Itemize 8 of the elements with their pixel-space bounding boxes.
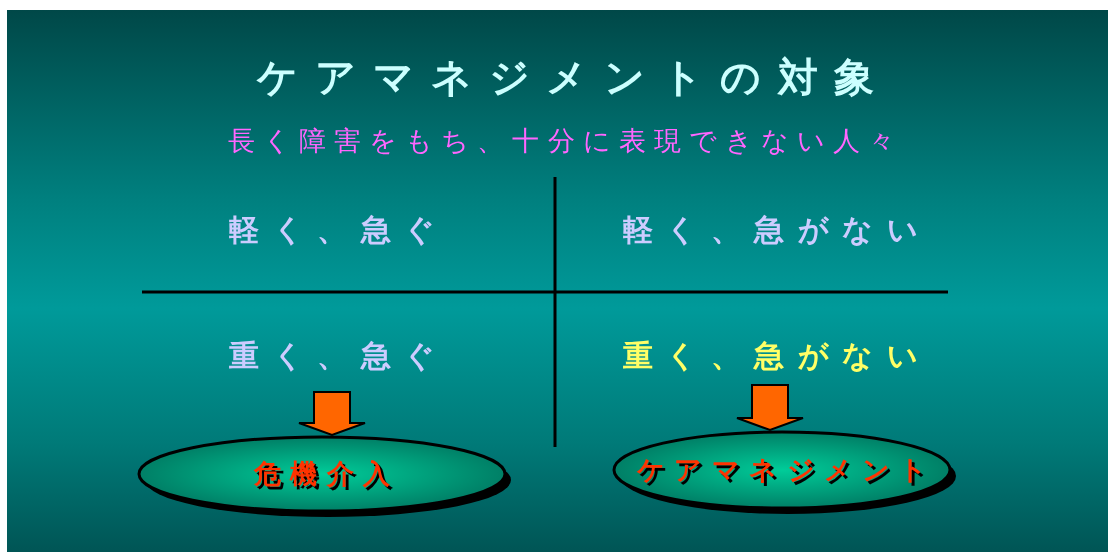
block-arrow — [736, 384, 804, 432]
quadrant-label: 重く、急ぐ — [228, 337, 450, 375]
subtitle: 長く障害をもち、十分に表現できない人々 — [226, 124, 905, 158]
title: ケアマネジメントの対象 — [255, 53, 893, 102]
quadrant-label: 軽く、急ぐ — [228, 211, 450, 249]
block-arrow — [298, 391, 366, 437]
quadrant-label: 軽く、急がない — [621, 211, 932, 249]
quadrant-label: 重く、急がない — [621, 337, 932, 375]
